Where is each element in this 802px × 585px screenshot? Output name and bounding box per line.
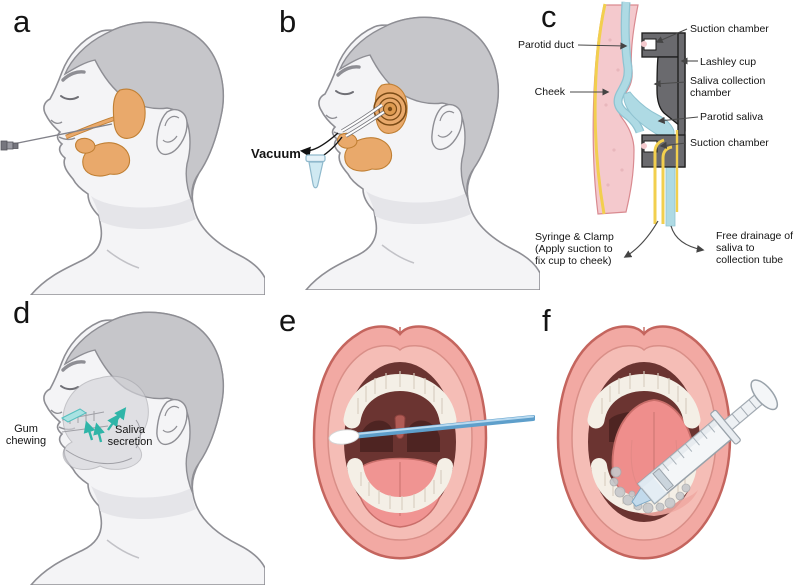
panel-letter-d: d: [13, 295, 31, 330]
label-saliva-secretion: Saliva secretion: [107, 424, 153, 448]
cup-tubing: [299, 103, 385, 160]
label-suction-chamber-top: Suction chamber: [690, 23, 769, 35]
label-cheek: Cheek: [534, 86, 565, 98]
parotid-cannula: [0, 123, 113, 151]
cheek-texture: [604, 38, 624, 187]
label-parotid-duct: Parotid duct: [517, 39, 574, 51]
panel-letter-c: c: [541, 0, 557, 34]
label-gum-chewing: Gum chewing: [5, 423, 47, 447]
cotton-swab: [328, 415, 535, 445]
salivary-glands-a: [65, 88, 146, 177]
leader-lines: [570, 28, 699, 149]
jaw-anatomy-overlay: [61, 375, 149, 470]
parotid-duct-channel: [613, 1, 645, 134]
flow-direction-arrows: [623, 220, 705, 258]
label-suction-chamber-bottom: Suction chamber: [690, 137, 769, 149]
collection-tube: [305, 154, 326, 189]
label-syringe-clamp: Syringe & Clamp (Apply suction to fix cu…: [535, 231, 614, 267]
panel-letter-b: b: [279, 4, 297, 39]
vacuum-label: Vacuum: [251, 146, 301, 161]
profile-head-a: [29, 20, 265, 295]
label-saliva-collection-chamber: Saliva collection chamber: [690, 75, 766, 99]
panel-letter-a: a: [13, 4, 31, 39]
teal-flow-arrows: [83, 407, 127, 443]
panel-f-illustration: [556, 325, 779, 560]
panel-d-illustration: [29, 310, 265, 585]
panel-e-illustration: [312, 325, 535, 560]
label-lashley-cup: Lashley cup: [700, 56, 757, 68]
saliva-bubbles: [609, 466, 691, 514]
panel-letter-f: f: [542, 303, 551, 338]
label-parotid-saliva: Parotid saliva: [700, 111, 764, 123]
panel-c-diagram: [570, 1, 705, 258]
syringe: [631, 379, 779, 507]
panel-letter-e: e: [279, 303, 297, 338]
panel-a-illustration: [0, 20, 265, 295]
panel-b-illustration: [299, 15, 540, 290]
chewing-gum: [61, 408, 87, 423]
label-free-drainage: Free drainage of saliva to collection tu…: [716, 230, 794, 266]
lashley-cup-diagram: [641, 32, 686, 168]
profile-head-b: [304, 15, 540, 290]
